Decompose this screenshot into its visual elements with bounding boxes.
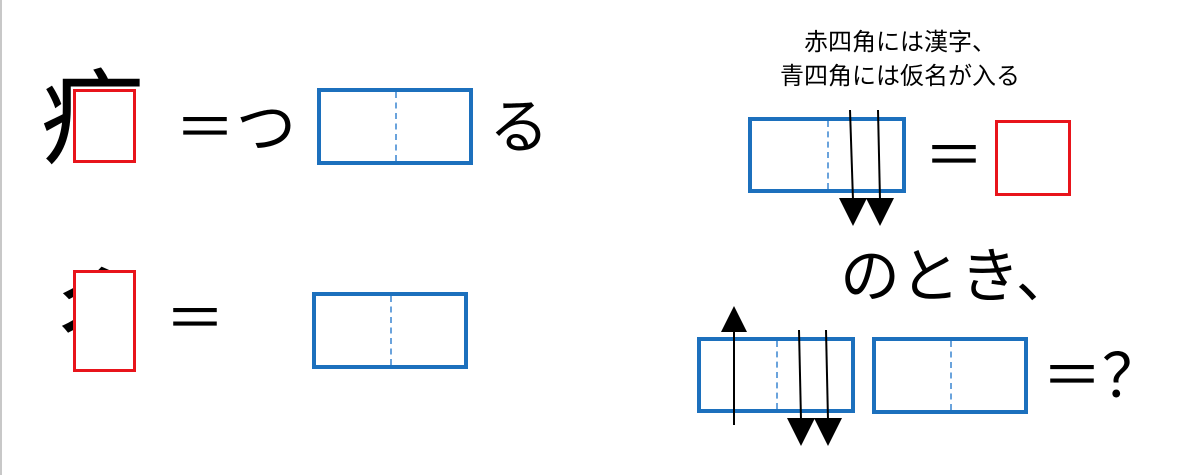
puzzle1-kana-box [317,88,473,165]
question-kana-box-1 [697,337,855,413]
puzzle1-prefix-kana: つ [236,94,296,164]
question-text: ＝？ [1042,342,1162,412]
kana-box-divider [950,341,952,410]
question-up-arrow [721,306,747,425]
kana-box-divider [390,296,392,365]
left-edge-divider [0,0,2,475]
question-down-arrow-1 [787,329,815,446]
kana-box-divider [827,121,829,189]
rule-down-arrow-2 [866,109,894,226]
puzzle2-kanji-box [73,270,136,372]
puzzle2-equals: ＝ [165,285,225,355]
rule-kana-box [748,117,906,193]
puzzle1-equals: ＝ [175,94,235,164]
puzzle2-kana-box [312,292,468,369]
rule-condition-text: のとき、 [840,242,1076,312]
question-down-arrow-2 [814,329,842,446]
rule-equals: ＝ [924,122,984,192]
kana-box-divider [776,341,778,409]
puzzle1-suffix-kana: る [489,93,549,163]
instruction-line-2: 青四角には仮名が入る [780,62,1020,90]
rule-kanji-box [995,120,1071,196]
kana-box-divider [395,92,397,161]
question-kana-box-2 [872,337,1028,414]
instruction-line-1: 赤四角には漢字、 [804,28,996,56]
rule-down-arrow-1 [839,109,867,226]
puzzle1-kanji-box [73,89,136,163]
